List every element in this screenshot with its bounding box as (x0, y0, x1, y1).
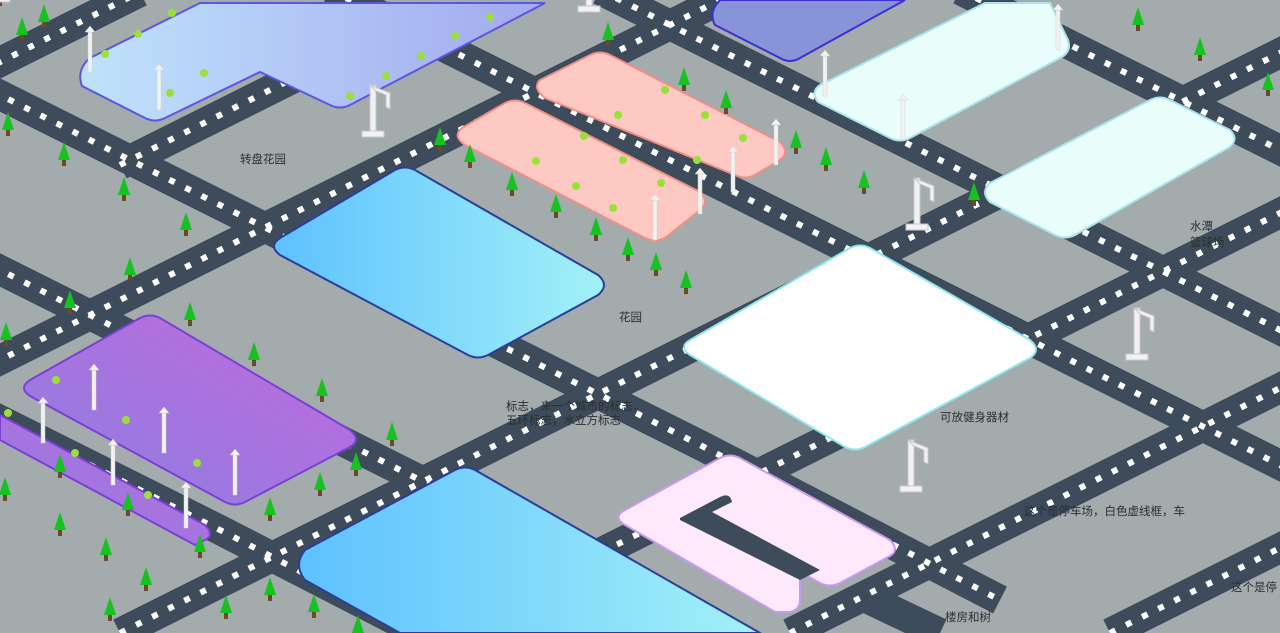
zone-salmon-upper (535, 51, 786, 179)
label-landmark-line2: 五环标志，水立方标志 (506, 413, 621, 427)
label-landmark-line1: 标志，来一个城市的标志， (506, 399, 644, 413)
gates (0, 0, 1155, 493)
zone-sky-pool-bottom (298, 466, 763, 633)
label-parking-cut: 这个是停 (1231, 580, 1277, 594)
label-buildings-trees: 楼房和树 (945, 610, 991, 624)
zone-white-plaza (683, 244, 1037, 451)
roundabout-garden (601, 304, 657, 338)
label-water-pool-line2: 篮球场 (1190, 235, 1225, 249)
zone-blue-top (711, 0, 906, 62)
label-water-pool-line1: 水潭 (1190, 219, 1213, 233)
zone-mint-right (984, 96, 1236, 239)
zone-purple-plaza (23, 314, 357, 506)
zone-pink-lot-bottom (617, 454, 896, 613)
zone-sky-pool-center (273, 166, 605, 359)
shrubs (4, 9, 747, 499)
label-roundabout-garden: 转盘花园 (240, 152, 286, 166)
zone-lavender-top-left (79, 2, 546, 122)
label-fitness: 可放健身器材 (940, 410, 1009, 424)
label-garden: 花园 (619, 310, 642, 324)
label-parking: 这个是停车场，白色虚线框，车 (1024, 504, 1185, 518)
